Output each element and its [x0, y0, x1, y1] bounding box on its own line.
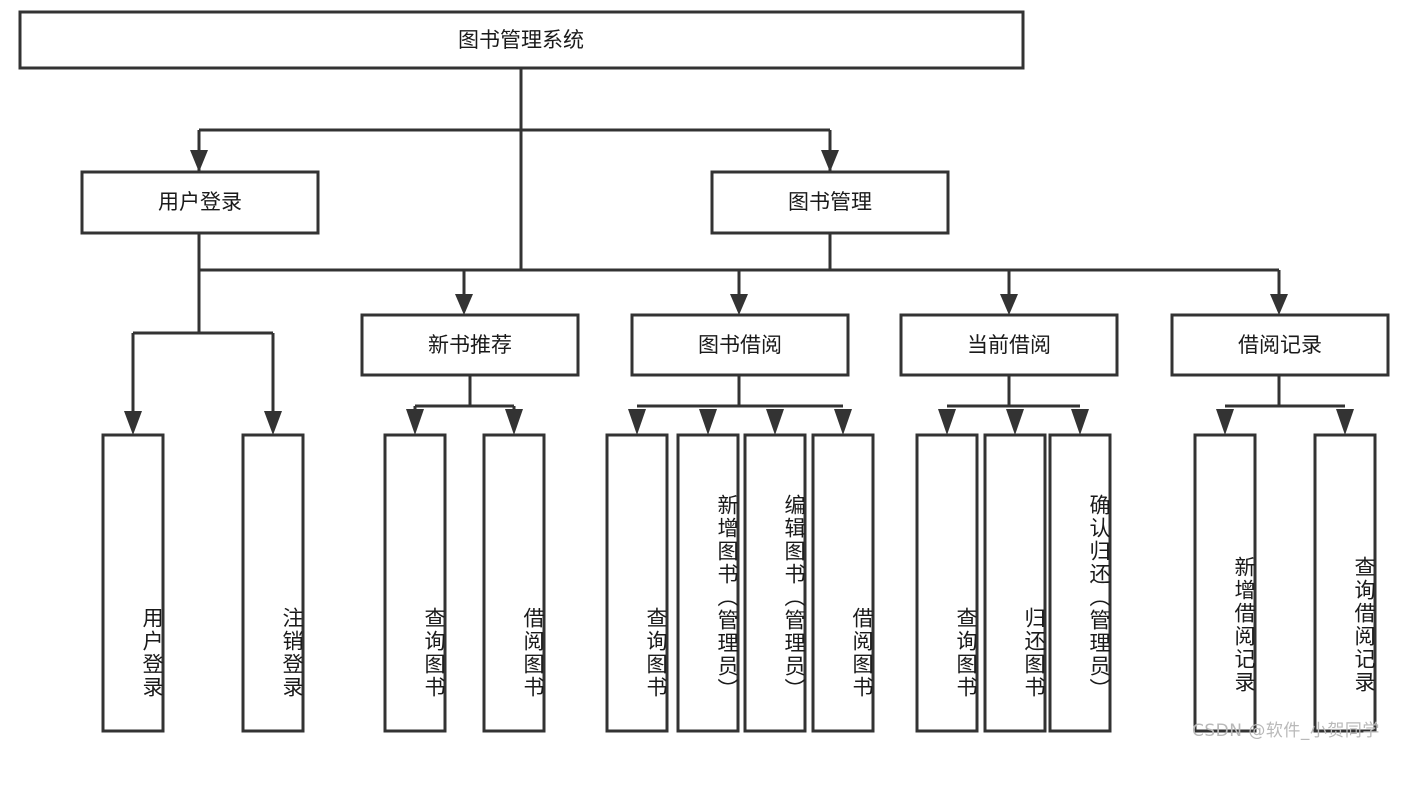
connector-group-new-book-recommend: [406, 375, 523, 435]
connector-group-root-arrows: [190, 68, 839, 172]
connector-group-current-borrow: [938, 375, 1089, 435]
node-leaf-borrow-book-1-box[interactable]: [482, 433, 546, 733]
node-leaf-confirm-return-box[interactable]: [1048, 433, 1112, 733]
node-leaf-query-book-3-box[interactable]: [915, 433, 979, 733]
diagram-svg: 图书管理系统 用户登录 图书管理 新书推荐 图书借阅 当前借阅 借阅记录: [18, 10, 1390, 733]
node-book-management-box[interactable]: [710, 170, 950, 235]
arrowhead-to-leaf-confirm-return: [1071, 409, 1089, 435]
node-root-box[interactable]: [18, 10, 1025, 70]
arrowhead-to-leaf-query-book-1: [406, 409, 424, 435]
node-new-book-recommend-label: 新书推荐: [428, 333, 512, 357]
arrowhead-to-leaf-query-record: [1336, 409, 1354, 435]
connector-group-book-management: [455, 233, 1288, 315]
diagram-canvas: 图书管理系统 用户登录 图书管理 新书推荐 图书借阅 当前借阅 借阅记录 用户登…: [18, 10, 1390, 741]
arrowhead-to-leaf-query-book-3: [938, 409, 956, 435]
connector-group-borrow-record: [1216, 375, 1354, 435]
node-book-borrow-label: 图书借阅: [698, 333, 782, 357]
connector-group-root: [197, 68, 832, 272]
node-leaf-return-book-box[interactable]: [983, 433, 1047, 733]
node-leaf-edit-book-box[interactable]: [743, 433, 807, 733]
node-borrow-record-label: 借阅记录: [1238, 333, 1322, 357]
arrowhead-to-book-borrow: [730, 294, 748, 315]
node-current-borrow-box[interactable]: [899, 313, 1119, 377]
arrowhead-to-current-borrow: [1000, 294, 1018, 315]
arrowhead-to-borrow-record: [1270, 294, 1288, 315]
node-user-login-box[interactable]: [80, 170, 320, 235]
node-leaf-add-record-box[interactable]: [1193, 433, 1257, 733]
node-leaf-add-book-box[interactable]: [676, 433, 740, 733]
node-borrow-record-box[interactable]: [1170, 313, 1390, 377]
arrowhead-to-leaf-user-login: [124, 411, 142, 435]
connector-group-user-login: [124, 233, 282, 435]
node-leaf-query-book-1-box[interactable]: [383, 433, 447, 733]
node-new-book-recommend-box[interactable]: [360, 313, 580, 377]
node-current-borrow-label: 当前借阅: [967, 333, 1051, 357]
node-root-label: 图书管理系统: [458, 28, 584, 52]
arrowhead-to-book-management: [821, 150, 839, 172]
node-leaf-query-record-box[interactable]: [1313, 433, 1377, 733]
node-leaf-query-book-2-box[interactable]: [605, 433, 669, 733]
node-leaf-borrow-book-2-box[interactable]: [811, 433, 875, 733]
arrowhead-to-new-book-recommend: [455, 294, 473, 315]
connector-group-book-borrow: [628, 375, 852, 435]
arrowhead-to-leaf-borrow-book-2: [834, 409, 852, 435]
arrowhead-to-user-login: [190, 150, 208, 172]
node-book-borrow-box[interactable]: [630, 313, 850, 377]
arrowhead-to-leaf-add-record: [1216, 409, 1234, 435]
arrowhead-to-leaf-add-book: [699, 409, 717, 435]
node-leaf-user-logout-box[interactable]: [241, 433, 305, 733]
arrowhead-to-leaf-return-book: [1006, 409, 1024, 435]
arrowhead-to-leaf-query-book-2: [628, 409, 646, 435]
arrowhead-to-leaf-user-logout: [264, 411, 282, 435]
node-leaf-user-login-box[interactable]: [101, 433, 165, 733]
node-book-management-label: 图书管理: [788, 190, 872, 214]
arrowhead-to-leaf-edit-book: [766, 409, 784, 435]
node-user-login-label: 用户登录: [158, 190, 242, 214]
csdn-watermark: CSDN @软件_小贺同学: [1192, 721, 1380, 741]
arrowhead-to-leaf-borrow-book-1: [505, 409, 523, 435]
